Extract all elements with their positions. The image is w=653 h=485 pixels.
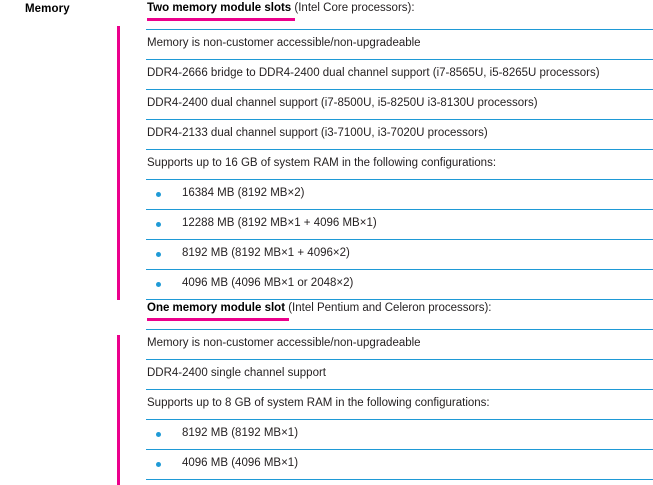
row-label-text: Memory is non-customer accessible/non-up… (147, 37, 421, 49)
text-row: Memory is non-customer accessible/non-up… (146, 330, 653, 360)
row-label-text: Supports up to 16 GB of system RAM in th… (147, 157, 497, 169)
section-heading-text: Two memory module slots (Intel Core proc… (147, 1, 415, 16)
bullet-label: 8192 MB (8192 MB×1) (182, 427, 299, 439)
text-row: Memory is non-customer accessible/non-up… (146, 30, 653, 60)
section-heading-row: Two memory module slots (Intel Core proc… (146, 0, 653, 30)
label-column: Memory (0, 0, 140, 485)
section-heading-strong: One memory module slot (147, 302, 286, 314)
bullet-row: 4096 MB (4096 MB×1) (146, 450, 653, 480)
row-separator (146, 449, 653, 450)
bullet-row: 16384 MB (8192 MB×2) (146, 180, 653, 210)
bullet-label: 4096 MB (4096 MB×1 or 2048×2) (182, 277, 354, 289)
row-label-text: Supports up to 8 GB of system RAM in the… (147, 397, 490, 409)
row-separator (146, 479, 653, 480)
bullet-icon (156, 432, 161, 437)
row-separator (146, 29, 653, 30)
row-label-memory: Memory (25, 3, 70, 15)
row-separator (146, 89, 653, 90)
bullet-icon (156, 222, 161, 227)
section-heading-underline (147, 18, 296, 21)
section-heading-rest: (Intel Core processors): (291, 2, 415, 14)
row-label-text: DDR4-2666 bridge to DDR4-2400 dual chann… (147, 67, 600, 79)
section-heading-text: One memory module slot (Intel Pentium an… (147, 301, 492, 316)
row-label-text: DDR4-2133 dual channel support (i3-7100U… (147, 127, 488, 139)
row-separator (146, 59, 653, 60)
row-separator (146, 179, 653, 180)
row-separator (146, 419, 653, 420)
bullet-icon (156, 192, 161, 197)
row-separator (146, 389, 653, 390)
bullet-row: 12288 MB (8192 MB×1 + 4096 MB×1) (146, 210, 653, 240)
bullet-label: 12288 MB (8192 MB×1 + 4096 MB×1) (182, 217, 377, 229)
bullet-row: 8192 MB (8192 MB×1 + 4096×2) (146, 240, 653, 270)
bullet-label: 4096 MB (4096 MB×1) (182, 457, 299, 469)
row-separator (146, 359, 653, 360)
row-label-text: DDR4-2400 dual channel support (i7-8500U… (147, 97, 538, 109)
text-row: DDR4-2400 single channel support (146, 360, 653, 390)
bullet-label: 16384 MB (8192 MB×2) (182, 187, 305, 199)
bullet-icon (156, 462, 161, 467)
row-label-text: DDR4-2400 single channel support (147, 367, 326, 379)
bullet-row: 4096 MB (4096 MB×1 or 2048×2) (146, 270, 653, 300)
row-separator (146, 299, 653, 300)
section-heading-strong: Two memory module slots (147, 2, 292, 14)
row-separator (146, 239, 653, 240)
row-separator (146, 209, 653, 210)
text-row: DDR4-2400 dual channel support (i7-8500U… (146, 90, 653, 120)
row-label-text: Memory is non-customer accessible/non-up… (147, 337, 421, 349)
text-row: Supports up to 8 GB of system RAM in the… (146, 390, 653, 420)
text-row: Supports up to 16 GB of system RAM in th… (146, 150, 653, 180)
row-separator (146, 149, 653, 150)
bullet-icon (156, 252, 161, 257)
section-heading-underline (147, 318, 290, 321)
text-row: DDR4-2666 bridge to DDR4-2400 dual chann… (146, 60, 653, 90)
row-separator (146, 329, 653, 330)
change-bar-section-2 (117, 335, 120, 485)
section-heading-row: One memory module slot (Intel Pentium an… (146, 300, 653, 330)
text-row: DDR4-2133 dual channel support (i3-7100U… (146, 120, 653, 150)
bullet-icon (156, 282, 161, 287)
content-column: Two memory module slots (Intel Core proc… (146, 0, 653, 485)
bullet-label: 8192 MB (8192 MB×1 + 4096×2) (182, 247, 350, 259)
row-separator (146, 269, 653, 270)
row-separator (146, 119, 653, 120)
bullet-row: 8192 MB (8192 MB×1) (146, 420, 653, 450)
section-heading-rest: (Intel Pentium and Celeron processors): (285, 302, 492, 314)
change-bar-section-1 (117, 26, 120, 300)
